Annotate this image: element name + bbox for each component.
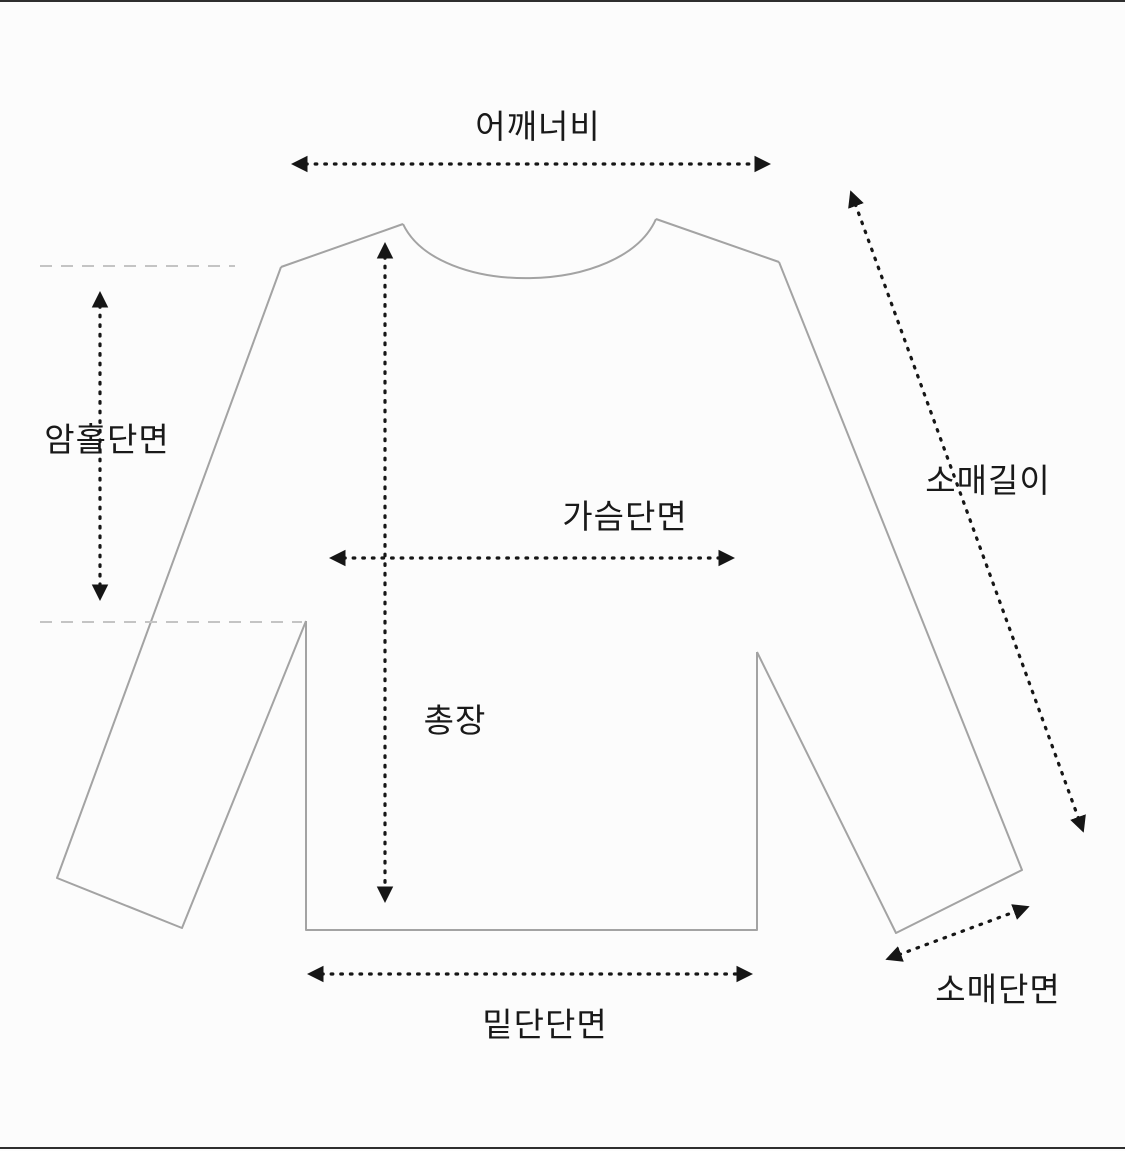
left-shoulder-line <box>280 223 404 268</box>
sleeve-opening-arrow <box>885 904 1030 962</box>
label-total-length: 총장 <box>423 701 487 740</box>
neckline <box>402 218 657 280</box>
measure-arrows <box>91 155 1086 983</box>
bottom-border-line <box>0 1147 1125 1149</box>
body-and-hem <box>305 621 758 931</box>
label-chest: 가슴단면 <box>562 497 688 536</box>
label-shoulder-width: 어깨너비 <box>475 107 601 146</box>
top-border-line <box>0 0 1125 2</box>
right-sleeve <box>756 261 1023 934</box>
left-sleeve <box>56 266 307 929</box>
label-sleeve-length: 소매길이 <box>925 461 1051 500</box>
sleeve-length-arrow <box>848 190 1086 833</box>
label-armhole: 암홀단면 <box>44 420 170 459</box>
shirt-outline <box>56 218 1023 934</box>
armhole-guide-lines <box>40 265 302 623</box>
right-shoulder-line <box>655 218 780 263</box>
label-sleeve-opening: 소매단면 <box>935 970 1061 1009</box>
label-hem: 밑단단면 <box>482 1005 608 1044</box>
